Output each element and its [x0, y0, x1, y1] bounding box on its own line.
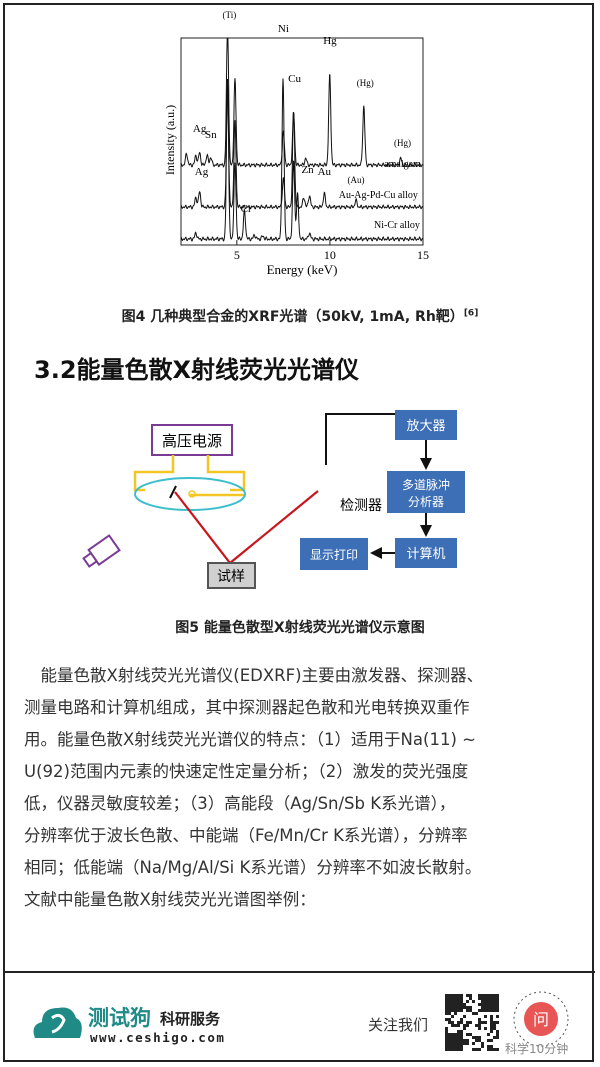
chart-annotation: amalgam	[384, 159, 421, 170]
x-tick-label: 5	[234, 248, 240, 262]
y-axis-label: Intensity (a.u.)	[163, 105, 177, 175]
figure4-caption-text: 图4 几种典型合金的XRF光谱（50kV, 1mA, Rh靶）	[121, 309, 464, 325]
figure4-reference[interactable]: [6]	[463, 308, 479, 319]
body-line: 分辨率优于波长色散、中能端（Fe/Mn/Cr K系光谱），分辨率	[24, 826, 468, 845]
chart-annotation: Cr	[241, 203, 252, 215]
chart-annotation: (Hg)	[394, 138, 411, 148]
wechat-account-name: 科学10分钟	[505, 1042, 569, 1056]
body-line: 用。能量色散X射线荧光光谱仪的特点：（1）适用于Na(11) ~	[24, 730, 476, 749]
follow-us-label: 关注我们	[368, 1016, 429, 1034]
chart-annotation: (Au)	[347, 175, 364, 185]
svg-text:问: 问	[533, 1010, 549, 1029]
plot-frame	[180, 37, 424, 246]
body-line: 相同；低能端（Na/Mg/Al/Si K系光谱）分辨率不如波长散射。	[24, 858, 482, 877]
power-supply-box	[151, 424, 233, 456]
chart-annotation: Sn	[205, 129, 217, 141]
body-line: U(92)范围内元素的快速定性定量分析；（2）激发的荧光强度	[24, 762, 469, 781]
footer-divider	[5, 971, 595, 973]
page-frame	[3, 3, 594, 1062]
chart-annotation: Ni	[278, 23, 289, 35]
chart-annotation: Ni-Cr alloy	[374, 220, 420, 231]
chart-annotation: Au-Ag-Pd-Cu alloy	[339, 190, 418, 201]
amplifier-label: 放大器	[406, 419, 445, 434]
x-axis-label: Energy (keV)	[267, 262, 338, 277]
series-line-3	[180, 78, 424, 242]
chart-annotation: Zn	[301, 164, 314, 176]
figure4-caption: 图4 几种典型合金的XRF光谱（50kV, 1mA, Rh靶）[6]	[0, 306, 600, 326]
body-line: 测量电路和计算机组成，其中探测器起色散和光电转换双重作	[24, 698, 470, 717]
anode	[169, 485, 177, 499]
amplifier-box	[395, 410, 457, 440]
sample-box	[207, 562, 256, 589]
display-label: 显示打印	[310, 548, 358, 562]
body-line: 文献中能量色散X射线荧光光谱图举例：	[24, 890, 316, 909]
body-line: 低，仪器灵敏度较差；（3）高能段（Ag/Sn/Sb K系光谱），	[24, 794, 456, 813]
sample-label: 试样	[217, 569, 245, 585]
body-paragraph: 能量色散X射线荧光光谱仪(EDXRF)主要由激发器、探测器、 测量电路和计算机组…	[24, 660, 580, 916]
brand-url[interactable]: www.ceshigo.com	[90, 1030, 226, 1045]
xrf-spectrum-chart: 5 10 15 Energy (keV) Intensity (a.u.) (Ti)…	[163, 10, 429, 277]
brand-name: 测试狗	[88, 1006, 151, 1030]
tube-wires	[133, 455, 246, 497]
series-line-1	[180, 37, 424, 168]
edxrf-diagram: 高压电源 试样 检测器 放大器 多道脉冲 分析器 计算机 显示打印	[82, 410, 465, 589]
detector-signal-line	[325, 413, 395, 465]
chart-annotation: (Hg)	[357, 78, 374, 88]
chart-annotation: Hg	[323, 35, 337, 47]
ceshigo-logo-icon	[33, 1007, 82, 1038]
series-line-2	[180, 83, 424, 210]
figure5-caption: 图5 能量色散型X射线荧光光谱仪示意图	[175, 620, 425, 636]
wechat-mini-program-code-icon[interactable]: 问	[512, 990, 570, 1048]
analyzer-box	[387, 471, 465, 513]
section-heading: 3.2能量色散X射线荧光光谱仪	[34, 356, 360, 384]
x-tick-label: 10	[324, 248, 336, 262]
xray-beam	[174, 490, 319, 565]
analyzer-label-line2: 分析器	[408, 495, 444, 509]
display-box	[300, 538, 368, 570]
analyzer-label-line1: 多道脉冲	[402, 477, 450, 492]
computer-label: 计算机	[406, 547, 445, 562]
computer-box	[395, 538, 457, 568]
chart-annotation: Cu	[288, 73, 301, 85]
chart-annotation: (Ti)	[223, 10, 237, 20]
brand-service: 科研服务	[160, 1010, 221, 1028]
chart-annotation: Au	[318, 166, 332, 178]
body-line: 能量色散X射线荧光光谱仪(EDXRF)主要由激发器、探测器、	[24, 666, 484, 685]
qr-code-icon[interactable]	[443, 993, 499, 1051]
detector-icon	[82, 534, 121, 568]
chart-annotation: Ag	[193, 123, 207, 135]
x-tick-label: 15	[417, 248, 429, 262]
chart-annotation: Ag	[195, 166, 209, 178]
detector-label: 检测器	[340, 498, 382, 514]
power-supply-label: 高压电源	[162, 432, 222, 450]
